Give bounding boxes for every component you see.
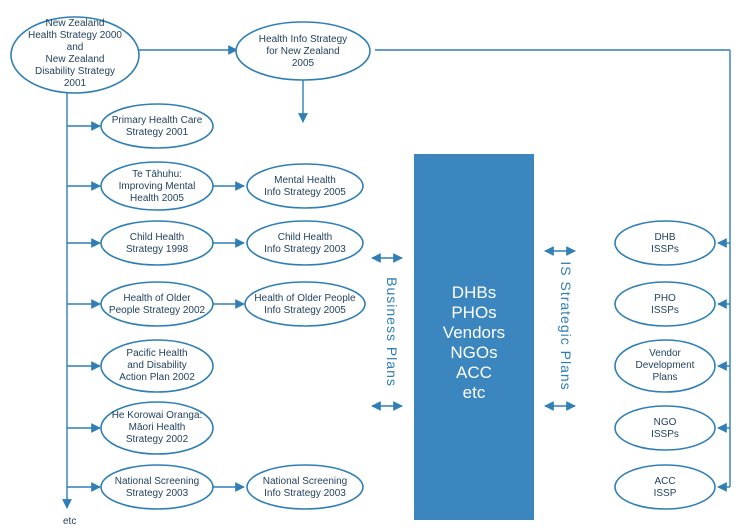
node-older-people: Health of Older People Strategy 2002: [100, 281, 214, 327]
is-strategic-plans-label: IS Strategic Plans: [558, 261, 574, 390]
node-text: 2001: [64, 78, 87, 89]
node-text: National Screening: [263, 476, 348, 487]
node-text: Primary Health Care: [112, 115, 203, 126]
etc-label: etc: [63, 516, 76, 527]
node-text: Strategy 2002: [126, 434, 189, 445]
node-text: Disability Strategy: [35, 66, 115, 77]
node-text: Strategy 2003: [126, 488, 189, 499]
node-text: ISSPs: [651, 305, 679, 316]
node-pho-issps: PHO ISSPs: [614, 281, 716, 327]
node-text: Info Strategy 2003: [264, 488, 346, 499]
node-nz-health-strategy: New Zealand Health Strategy 2000 and New…: [10, 16, 140, 94]
node-text: Action Plan 2002: [119, 372, 195, 383]
node-text: Info Strategy 2005: [264, 187, 346, 198]
node-text: Development: [636, 360, 695, 371]
node-text: Health Strategy 2000: [28, 30, 122, 41]
node-te-tahuhu: Te Tāhuhu: Improving Mental Health 2005: [100, 161, 214, 211]
center-line-1: DHBs: [452, 283, 496, 302]
node-text: Plans: [652, 372, 677, 383]
node-ngo-issps: NGO ISSPs: [614, 405, 716, 451]
center-line-6: etc: [463, 383, 486, 402]
node-text: ISSPs: [651, 244, 679, 255]
node-text: ACC: [654, 476, 675, 487]
node-text: Mental Health: [274, 175, 336, 186]
center-line-2: PHOs: [451, 303, 496, 322]
node-child-health-info: Child Health Info Strategy 2003: [246, 220, 364, 266]
node-text: ISSPs: [651, 429, 679, 440]
connector-lines: [62, 45, 731, 509]
center-line-5: ACC: [456, 363, 492, 382]
node-text: Strategy 1998: [126, 244, 189, 255]
node-he-korowai: He Korowai Oranga: Māori Health Strategy…: [100, 401, 214, 455]
node-text: New Zealand: [46, 18, 105, 29]
node-text: NGO: [654, 417, 677, 428]
node-text: and: [67, 42, 84, 53]
node-text: PHO: [654, 293, 676, 304]
node-text: and Disability: [127, 360, 186, 371]
center-line-3: Vendors: [443, 323, 505, 342]
node-text: for New Zealand: [266, 46, 339, 57]
node-child-health: Child Health Strategy 1998: [100, 220, 214, 266]
node-vendor-plans: Vendor Development Plans: [614, 339, 716, 393]
node-text: New Zealand: [46, 54, 105, 65]
node-text: Health 2005: [130, 193, 184, 204]
node-text: He Korowai Oranga:: [112, 410, 203, 421]
node-mental-health-info: Mental Health Info Strategy 2005: [246, 163, 364, 209]
node-text: Strategy 2001: [126, 127, 189, 138]
node-text: DHB: [654, 232, 675, 243]
node-text: Health of Older People: [254, 293, 356, 304]
node-health-info-strategy: Health Info Strategy for New Zealand 200…: [235, 21, 371, 81]
node-text: Health of Older: [123, 293, 191, 304]
node-dhb-issps: DHB ISSPs: [614, 220, 716, 266]
node-text: People Strategy 2002: [109, 305, 206, 316]
node-older-people-info: Health of Older People Info Strategy 200…: [244, 281, 366, 327]
node-text: Info Strategy 2005: [264, 305, 346, 316]
node-national-screening: National Screening Strategy 2003: [100, 464, 214, 510]
node-text: 2005: [292, 58, 315, 69]
node-text: Improving Mental: [119, 181, 196, 192]
node-acc-issp: ACC ISSP: [614, 464, 716, 510]
node-text: Māori Health: [129, 422, 186, 433]
node-text: National Screening: [115, 476, 200, 487]
center-box: DHBs PHOs Vendors NGOs ACC etc: [414, 154, 534, 520]
node-primary-health-care: Primary Health Care Strategy 2001: [100, 103, 214, 149]
node-text: Te Tāhuhu:: [132, 169, 182, 180]
node-text: Child Health: [278, 232, 332, 243]
center-line-4: NGOs: [450, 343, 497, 362]
node-text: Info Strategy 2003: [264, 244, 346, 255]
node-text: ISSP: [654, 488, 677, 499]
node-national-screening-info: National Screening Info Strategy 2003: [246, 464, 364, 510]
business-plans-label: Business Plans: [384, 277, 400, 387]
node-text: Pacific Health: [126, 348, 187, 359]
node-text: Health Info Strategy: [259, 34, 347, 45]
node-text: Child Health: [130, 232, 184, 243]
node-text: Vendor: [649, 348, 681, 359]
node-pacific-health: Pacific Health and Disability Action Pla…: [100, 339, 214, 393]
